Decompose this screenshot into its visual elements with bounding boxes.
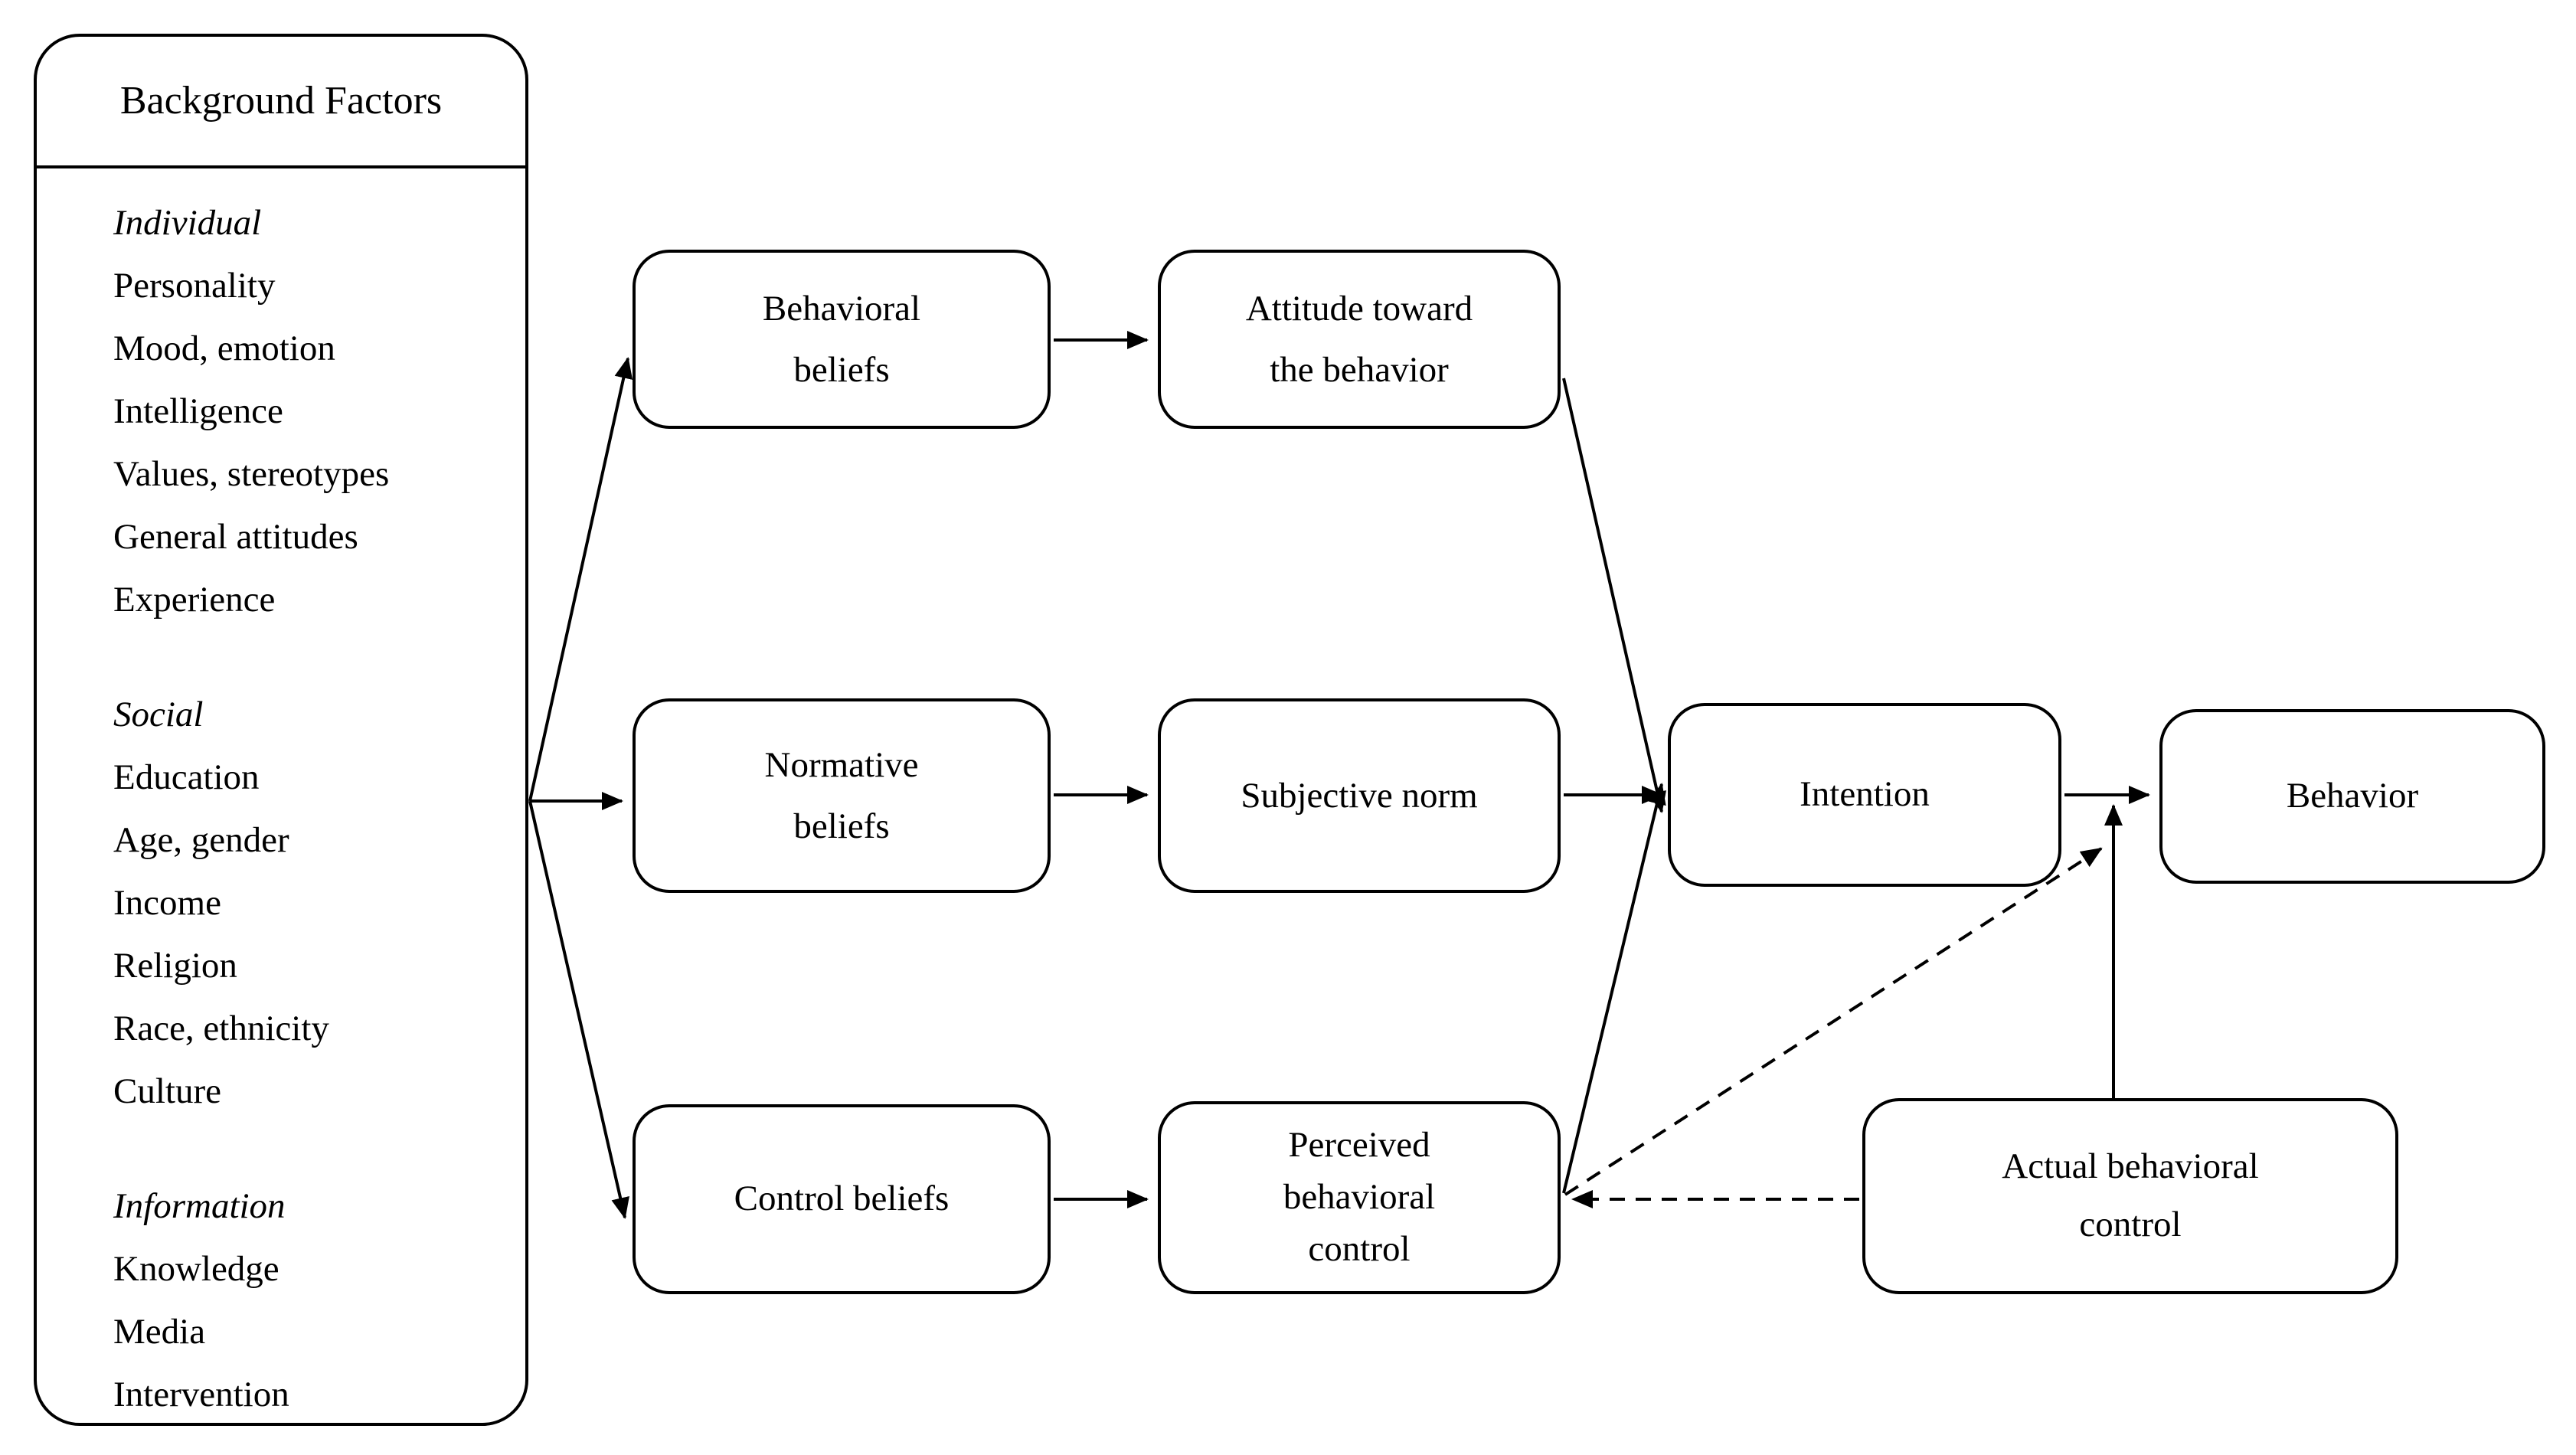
list-item: Culture bbox=[113, 1072, 221, 1112]
background-factors-title: Background Factors bbox=[37, 37, 525, 168]
list-item: Intelligence bbox=[113, 392, 283, 432]
arrow-background-to-behavioral-beliefs bbox=[528, 357, 633, 802]
node-label-line: Attitude toward bbox=[1245, 289, 1473, 329]
node-perceived-behavioral-control: Perceived behavioral control bbox=[1158, 1101, 1561, 1294]
node-label-line: beliefs bbox=[793, 806, 890, 846]
list-item: Race, ethnicity bbox=[113, 1009, 329, 1049]
node-label-line: control bbox=[1308, 1230, 1411, 1270]
section-social: Social Education Age, gender Income Reli… bbox=[113, 685, 513, 1124]
node-label-line: control bbox=[2079, 1205, 2182, 1245]
node-control-beliefs: Control beliefs bbox=[633, 1104, 1051, 1294]
node-label-line: Behavioral bbox=[762, 289, 921, 329]
arrow-pbc-to-intention bbox=[1562, 783, 1666, 1194]
node-label-line: behavioral bbox=[1283, 1178, 1436, 1218]
section-information: Information Knowledge Media Intervention bbox=[113, 1176, 513, 1427]
arrow-background-to-control-beliefs bbox=[528, 800, 629, 1219]
list-item: Values, stereotypes bbox=[113, 455, 390, 495]
dashed-arrow-pbc-to-intention-behavior-link bbox=[1564, 847, 2103, 1196]
node-intention: Intention bbox=[1668, 703, 2061, 887]
list-item: Knowledge bbox=[113, 1250, 280, 1290]
list-item: Mood, emotion bbox=[113, 329, 335, 369]
list-item: Age, gender bbox=[113, 821, 289, 861]
list-item: Religion bbox=[113, 947, 237, 986]
node-behavior: Behavior bbox=[2159, 709, 2545, 884]
node-label-line: Actual behavioral bbox=[2002, 1147, 2259, 1187]
node-label-line: Intention bbox=[1800, 775, 1930, 815]
section-heading-social: Social bbox=[113, 695, 204, 735]
node-normative-beliefs: Normative beliefs bbox=[633, 698, 1051, 893]
node-label-line: Perceived bbox=[1288, 1126, 1430, 1166]
list-item: General attitudes bbox=[113, 518, 358, 557]
node-label-line: Normative bbox=[764, 745, 919, 785]
node-label-line: Subjective norm bbox=[1241, 776, 1478, 816]
list-item: Experience bbox=[113, 580, 276, 620]
node-subjective-norm: Subjective norm bbox=[1158, 698, 1561, 893]
background-factors-box: Background Factors Individual Personalit… bbox=[34, 34, 528, 1426]
list-item: Income bbox=[113, 884, 221, 924]
section-heading-information: Information bbox=[113, 1187, 286, 1227]
section-heading-individual: Individual bbox=[113, 204, 262, 244]
node-label-line: beliefs bbox=[793, 350, 890, 390]
list-item: Media bbox=[113, 1313, 206, 1352]
node-attitude-toward-the-behavior: Attitude toward the behavior bbox=[1158, 250, 1561, 429]
list-item: Intervention bbox=[113, 1375, 289, 1415]
list-item: Education bbox=[113, 758, 260, 798]
arrow-attitude-to-intention bbox=[1562, 378, 1666, 813]
node-actual-behavioral-control: Actual behavioral control bbox=[1862, 1098, 2398, 1294]
list-item: Personality bbox=[113, 266, 276, 306]
node-behavioral-beliefs: Behavioral beliefs bbox=[633, 250, 1051, 429]
background-factors-list: Individual Personality Mood, emotion Int… bbox=[37, 168, 525, 1427]
node-label-line: Behavior bbox=[2286, 777, 2419, 816]
section-individual: Individual Personality Mood, emotion Int… bbox=[113, 193, 513, 633]
node-label-line: the behavior bbox=[1270, 350, 1449, 390]
node-label-line: Control beliefs bbox=[734, 1179, 950, 1219]
